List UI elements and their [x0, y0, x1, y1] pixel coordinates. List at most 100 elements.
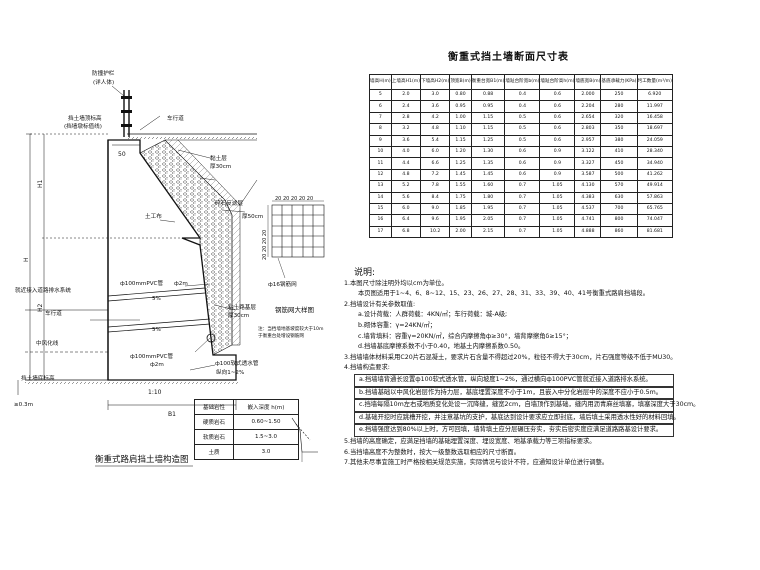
label-dim-50: 50 — [118, 151, 126, 158]
embed-cell: 软质岩石 — [194, 429, 234, 445]
table-cell: 4.741 — [574, 214, 602, 227]
table-cell: 1.20 — [449, 145, 472, 159]
table-cell: 3.6 — [390, 134, 422, 147]
table-cell: 1.60 — [470, 180, 506, 193]
label-dim-b: B1 — [168, 411, 176, 418]
table-cell: 500 — [600, 168, 638, 182]
label-clay: 黏土层 — [210, 154, 227, 162]
label-pipe2-dim: ф2m — [150, 362, 164, 368]
embed-cell: 1.5~3.0 — [233, 429, 299, 445]
label-mesh-top: 20 20 20 20 20 — [275, 196, 313, 202]
table-cell: 4.8 — [420, 123, 451, 136]
table-cell: 16.458 — [636, 111, 674, 125]
label-slope1: 5% — [152, 296, 161, 302]
note-line: 4.挡墙构造要求: — [344, 364, 390, 372]
table-cell: 3.587 — [574, 168, 602, 182]
table-cell: 16 — [369, 214, 392, 227]
dims-header-cell: 墙趾台阶高h(m) — [539, 74, 576, 90]
note-line: c.墙背填料：容重γ=20KN/㎡，综合内摩擦角ф≥30°，墙背摩擦角δ≥15°… — [358, 332, 573, 340]
dims-header-cell: 墙底宽B(m) — [574, 74, 602, 90]
embed-cell: 3.0 — [233, 444, 299, 460]
table-cell: 2.000 — [574, 88, 602, 102]
label-carriageway: 车行道 — [167, 114, 184, 122]
table-cell: 1.15 — [470, 111, 506, 125]
table-cell: 0.80 — [449, 88, 472, 102]
table-cell: 5.2 — [390, 180, 422, 193]
table-cell: 0.9 — [539, 145, 576, 159]
table-cell: 2.0 — [390, 88, 422, 102]
table-cell: 7.8 — [420, 180, 451, 193]
note-line: 7.其他未尽事宜施工时严格按相关规范实施，实际情况与设计不符，应通知设计单位进行… — [344, 459, 609, 467]
table-cell: 11.997 — [636, 100, 674, 113]
table-cell: 2.05 — [470, 214, 506, 227]
notes: 说明: 1.本图尺寸除注明外均以cm为单位。 本页图适用于1~4、6、8~12、… — [344, 268, 699, 469]
table-cell: 2.15 — [470, 225, 506, 239]
label-guardrail: 防撞护栏 — [92, 69, 115, 77]
road-surface — [127, 115, 257, 140]
label-base: 挡土墙底标高 — [21, 374, 55, 382]
table-cell: 0.4 — [504, 88, 541, 102]
table-cell: 3.6 — [420, 100, 451, 113]
table-cell: 11 — [369, 157, 392, 170]
table-cell: 0.7 — [504, 214, 541, 227]
table-cell: 9.0 — [420, 202, 451, 216]
table-cell: 0.5 — [504, 123, 541, 136]
label-mesh-title: 钢筋网大样图 — [275, 305, 314, 314]
label-dim-03: ≥0.3m — [14, 402, 33, 408]
table-cell: 0.6 — [539, 111, 576, 125]
dims-table-header: 墙高H(m)上墙高H1(m)下墙高H2(m)顶宽B(m)衡重台宽B1(m)墙趾台… — [369, 74, 674, 90]
table-cell: 1.05 — [539, 191, 576, 204]
table-cell: 12 — [369, 168, 392, 182]
table-cell: 2.204 — [574, 100, 602, 113]
label-carriageway2: 车行道 — [45, 309, 62, 317]
table-cell: 1.15 — [470, 123, 506, 136]
label-dim-h: H — [23, 257, 30, 262]
table-cell: 6.0 — [420, 145, 451, 159]
table-cell: 0.7 — [504, 180, 541, 193]
table-cell: 14 — [369, 191, 392, 204]
table-cell: 1.05 — [539, 202, 576, 216]
table-cell: 10 — [369, 145, 392, 159]
table-cell: 1.05 — [539, 180, 576, 193]
label-slope2: 5% — [152, 327, 161, 333]
label-clay-thk: 厚30cm — [210, 163, 231, 170]
table-cell: 1.95 — [449, 214, 472, 227]
guardrail — [111, 85, 132, 137]
label-wall-top: 挡土墙顶标高 — [68, 114, 102, 122]
label-guardrail-sub: (详人体) — [93, 78, 114, 86]
table-cell: 6.0 — [390, 202, 422, 216]
table-cell: 1.05 — [539, 225, 576, 239]
table-cell: 0.9 — [539, 168, 576, 182]
note-line: 6.当挡墙高度不为整数时，按大一级整数选取相应的尺寸断面。 — [344, 448, 521, 456]
table-cell: 1.30 — [470, 145, 506, 159]
table-cell: 0.4 — [504, 100, 541, 113]
table-cell: 6.920 — [636, 88, 674, 102]
note-line: e.挡墙强度达到80%以上时，方可回填，墙背填土应分层碾压夯实，夯实后密实度应满… — [354, 424, 674, 437]
embed-header-rock: 基础岩性 — [194, 399, 234, 415]
table-cell: 1.35 — [470, 157, 506, 170]
table-cell: 0.9 — [539, 157, 576, 170]
table-cell: 0.6 — [504, 157, 541, 170]
dims-header-cell: 下墙高H2(m) — [420, 74, 451, 90]
table-cell: 4.537 — [574, 202, 602, 216]
table-cell: 13 — [369, 180, 392, 193]
label-pipe2: ф100mmPVC管 — [130, 352, 173, 360]
label-mesh: ф16钢筋网 — [268, 280, 297, 288]
table-cell: 49.914 — [636, 180, 674, 193]
label-drain-pipe: ф100mmPVC管 — [120, 279, 163, 287]
embed-cell: 硬质岩石 — [194, 414, 234, 430]
table-cell: 2.654 — [574, 111, 602, 125]
dims-header-cell: 墙趾台阶宽b(m) — [504, 74, 541, 90]
table-cell: 0.6 — [539, 100, 576, 113]
dims-header-cell: 圬工数量(m³/m) — [636, 74, 674, 90]
table-cell: 320 — [600, 111, 638, 125]
label-mesh-note1: 注：当挡墙地基坡度较大于10m — [258, 325, 324, 332]
table-cell: 2.8 — [390, 111, 422, 125]
label-mesh-side: 20 20 20 20 — [262, 230, 268, 260]
table-cell: 74.047 — [636, 214, 674, 227]
